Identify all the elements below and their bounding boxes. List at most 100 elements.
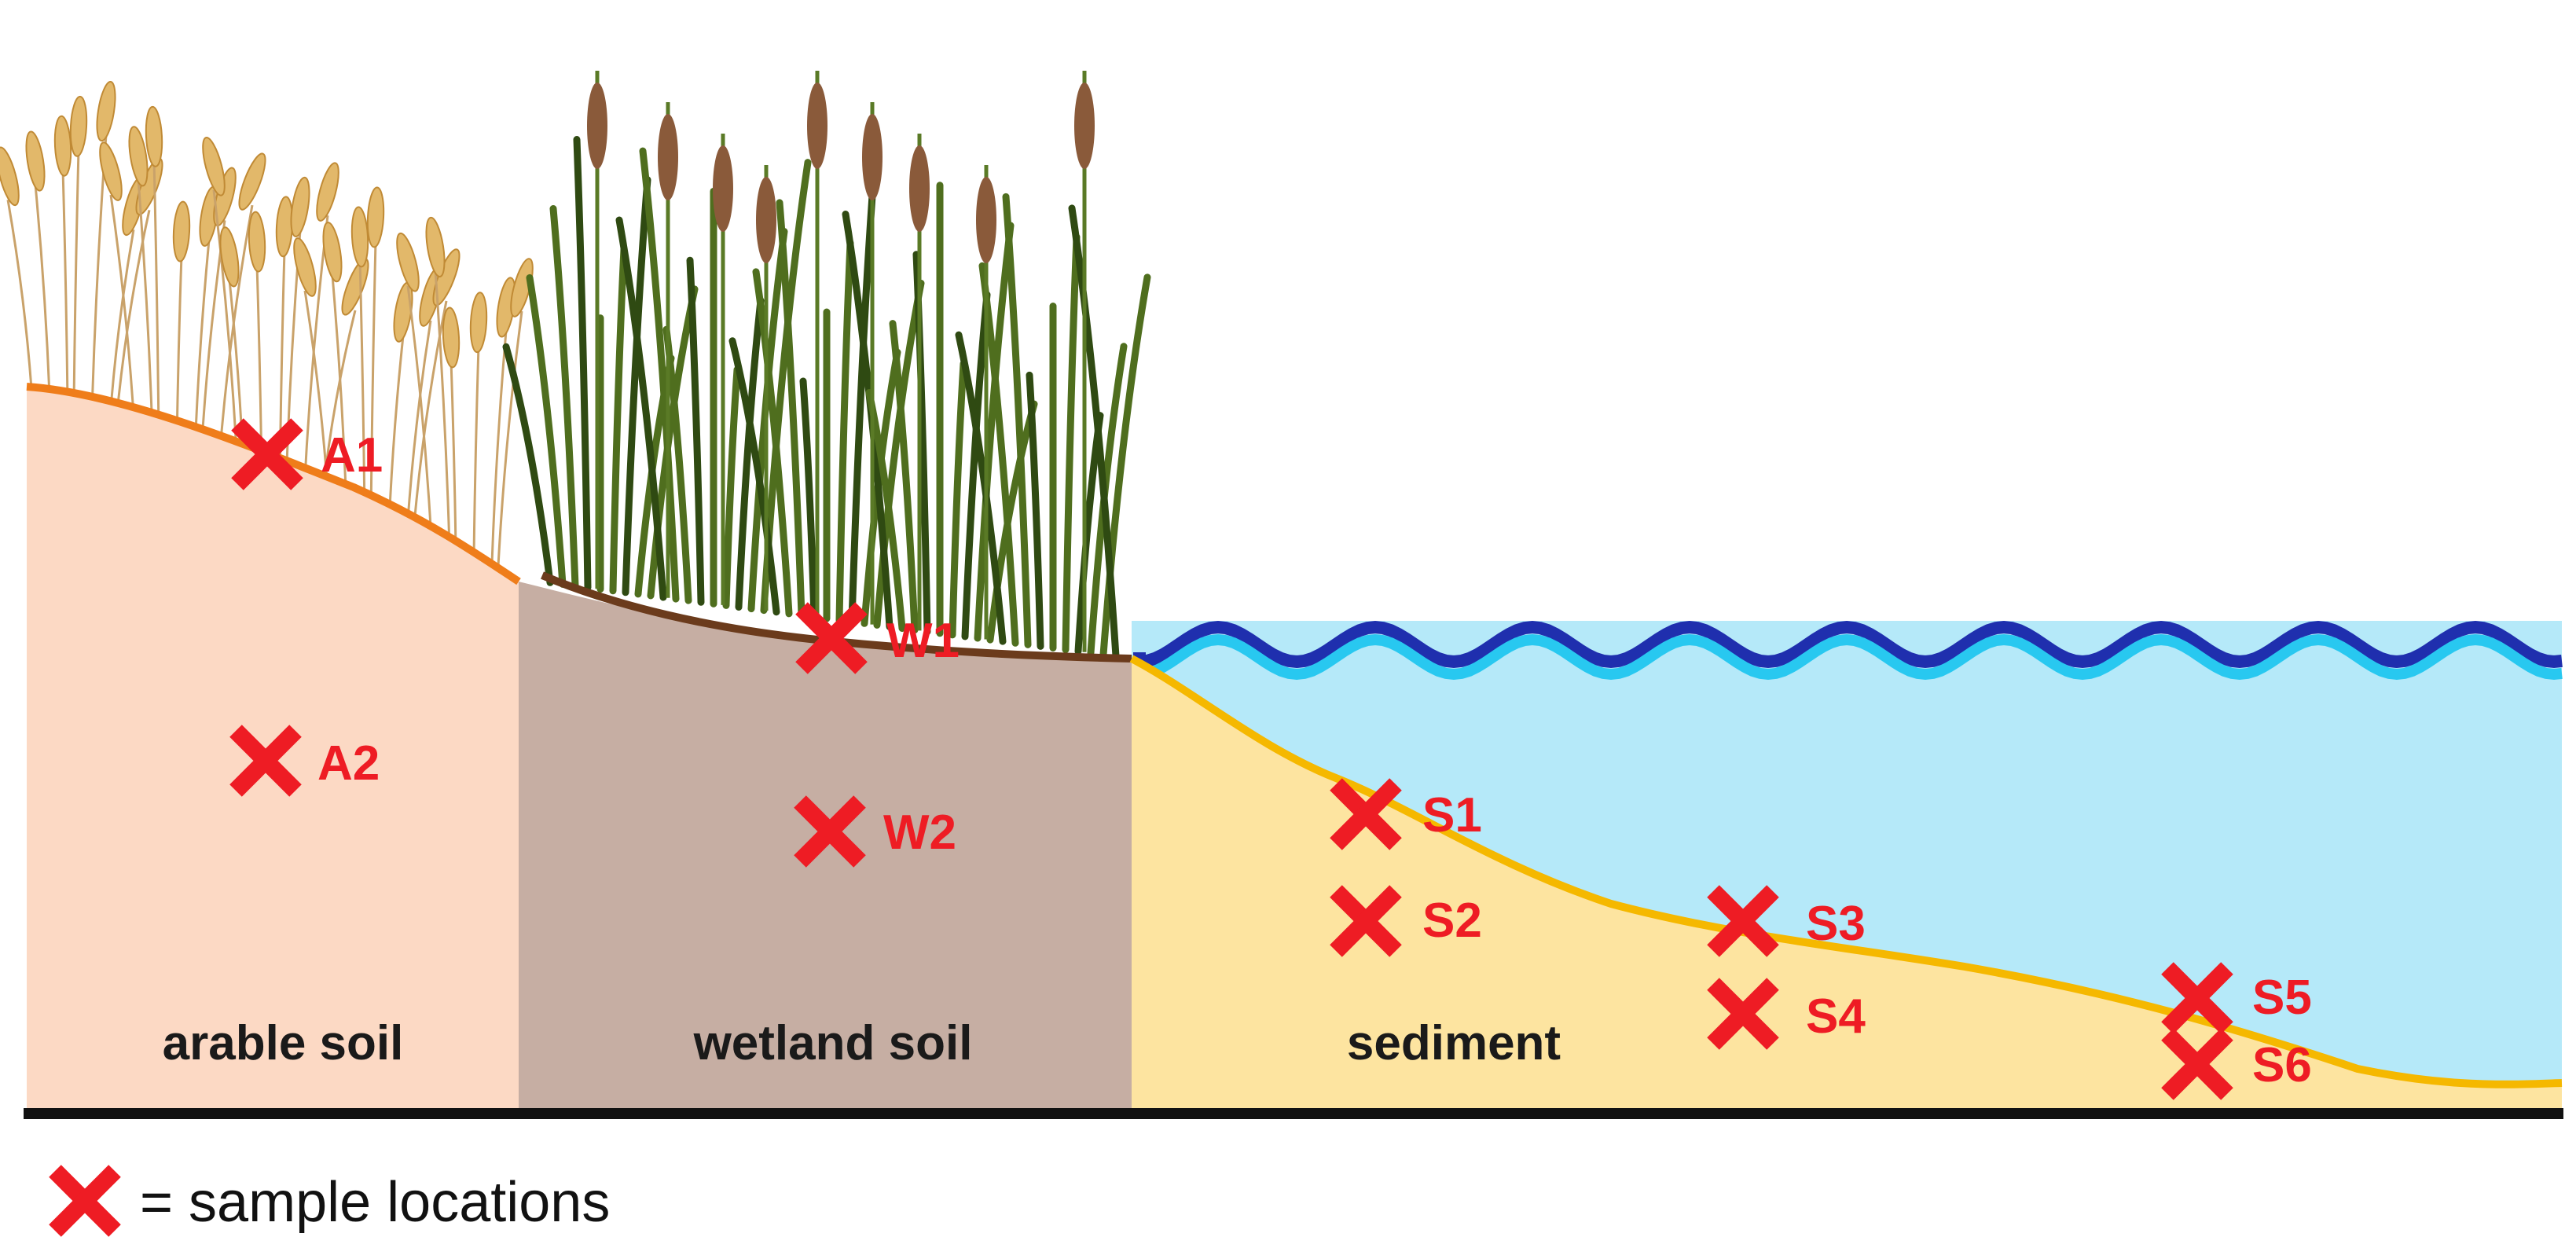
reed-leaf bbox=[728, 337, 780, 616]
reed-leaf bbox=[549, 204, 579, 589]
wheat-ear bbox=[69, 95, 88, 157]
wheat-stalk bbox=[193, 240, 211, 451]
sample-label-W1: W1 bbox=[886, 614, 960, 668]
reed-leaf bbox=[573, 136, 592, 592]
wheat-ear bbox=[145, 105, 163, 167]
reed-leaf bbox=[848, 170, 878, 626]
legend-text: = sample locations bbox=[140, 1171, 610, 1234]
reed-leaf bbox=[955, 331, 1007, 645]
cattail-head bbox=[862, 114, 883, 200]
reed-leaf bbox=[752, 268, 793, 618]
wheat-stalk bbox=[6, 200, 33, 389]
cattail-illustration bbox=[502, 71, 1151, 660]
wheat-ear bbox=[341, 258, 369, 316]
reed-leaf bbox=[1026, 371, 1044, 650]
wheat-ear bbox=[128, 126, 149, 187]
sample-marker-S5 bbox=[2161, 962, 2233, 1034]
wheat-stalk bbox=[490, 330, 508, 564]
wheat-stalk bbox=[218, 204, 254, 461]
wheat-ear bbox=[248, 211, 266, 273]
water-body bbox=[1132, 621, 2562, 1085]
reed-leaf bbox=[615, 216, 667, 601]
zone-label-wetland: wetland soil bbox=[693, 1016, 973, 1070]
wheat-ear bbox=[238, 152, 266, 211]
sample-marker-S3 bbox=[1707, 885, 1779, 957]
cattail-head bbox=[807, 83, 827, 169]
reed-leaf bbox=[502, 343, 554, 586]
wheat-ear bbox=[396, 232, 420, 292]
cattail-head bbox=[756, 177, 776, 263]
cattail-head bbox=[713, 145, 733, 232]
wheat-stalk bbox=[405, 320, 432, 532]
sample-label-S6: S6 bbox=[2252, 1038, 2312, 1092]
sample-label-S1: S1 bbox=[1422, 788, 1482, 842]
reed-leaf bbox=[647, 285, 699, 600]
wheat-ear bbox=[366, 186, 385, 248]
wheat-stalk bbox=[472, 346, 480, 557]
sample-marker-A2 bbox=[229, 725, 302, 797]
sample-marker-S1 bbox=[1330, 778, 1402, 850]
reed-leaf bbox=[835, 239, 854, 624]
zone-label-sediment: sediment bbox=[1347, 1016, 1561, 1070]
sample-label-S3: S3 bbox=[1806, 897, 1866, 951]
wheat-ear bbox=[293, 237, 317, 297]
arable-surface-line bbox=[26, 383, 521, 585]
sample-marker-S6 bbox=[2161, 1028, 2233, 1100]
reed-leaf bbox=[609, 245, 628, 595]
reed-leaf bbox=[889, 320, 919, 634]
reed-leaf bbox=[622, 176, 651, 596]
wheat-stalk bbox=[175, 255, 183, 444]
cattail-head bbox=[909, 145, 930, 232]
wheat-stalk bbox=[108, 229, 135, 419]
wheat-ear bbox=[0, 146, 20, 207]
zone-label-arable: arable soil bbox=[163, 1016, 404, 1070]
wheat-stalk bbox=[434, 270, 451, 548]
wheat-ear bbox=[469, 292, 488, 354]
sample-marker-S2 bbox=[1330, 885, 1402, 957]
wheat-stalk bbox=[412, 300, 448, 534]
sample-label-S5: S5 bbox=[2252, 971, 2312, 1025]
reed-leaf bbox=[1002, 193, 1032, 648]
reed-leaf bbox=[639, 147, 680, 603]
sample-marker-W1 bbox=[795, 602, 868, 674]
wheat-stalk bbox=[137, 179, 154, 435]
wheat-stalk bbox=[358, 260, 366, 516]
sample-marker-W2 bbox=[794, 795, 866, 868]
wheat-stalk bbox=[152, 160, 160, 437]
wheat-ear bbox=[290, 176, 310, 237]
wheat-ear bbox=[53, 115, 72, 177]
sample-label-S2: S2 bbox=[1422, 894, 1482, 948]
water-waves-light bbox=[1139, 633, 2563, 681]
reed-leaf bbox=[1068, 204, 1120, 660]
wheat-stalk bbox=[369, 240, 377, 518]
wheat-stalk bbox=[497, 310, 523, 567]
wheat-stalk bbox=[34, 184, 51, 396]
wheat-stalk bbox=[72, 149, 80, 405]
sample-marker-S4 bbox=[1707, 978, 1779, 1050]
sediment-block bbox=[1132, 659, 2562, 1114]
wheat-illustration bbox=[0, 80, 534, 567]
wheat-stalk bbox=[61, 169, 69, 402]
cattail-head bbox=[1074, 83, 1095, 169]
reed-leaf bbox=[961, 291, 991, 641]
water-waves bbox=[1133, 620, 2563, 669]
wheat-ear bbox=[219, 226, 240, 288]
wheat-ear bbox=[316, 162, 339, 222]
wheat-ear bbox=[442, 306, 461, 369]
reed-leaf bbox=[799, 377, 818, 621]
reed-leaf bbox=[1062, 233, 1081, 654]
wheat-ear bbox=[96, 80, 116, 142]
wheat-ear bbox=[425, 216, 446, 278]
wheat-ear bbox=[99, 141, 123, 201]
sample-label-A2: A2 bbox=[317, 736, 380, 791]
wheat-ear bbox=[25, 130, 46, 192]
sample-label-W2: W2 bbox=[883, 806, 956, 860]
red-x-icon bbox=[49, 1165, 121, 1237]
wheat-stalk bbox=[406, 285, 433, 541]
sample-label-S4: S4 bbox=[1806, 989, 1866, 1044]
reed-leaf bbox=[735, 297, 765, 611]
cattail-head bbox=[658, 114, 678, 200]
wheat-ear bbox=[172, 200, 191, 262]
wheat-stalk bbox=[331, 275, 348, 508]
